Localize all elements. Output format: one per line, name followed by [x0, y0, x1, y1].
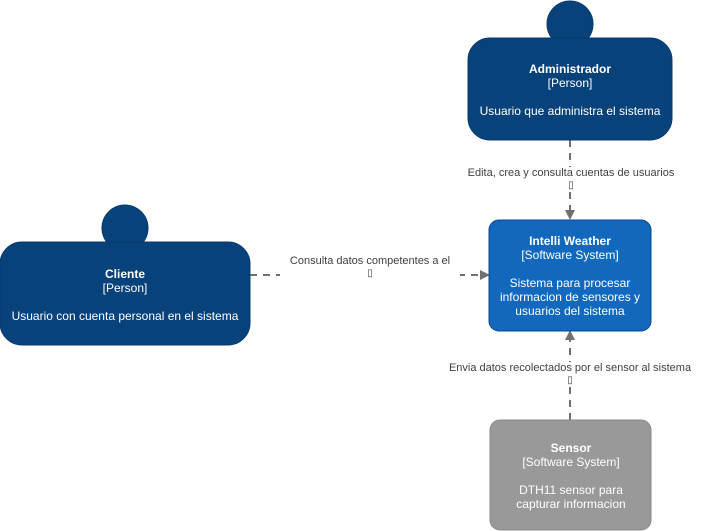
edge-label-text: Edita, crea y consulta cuentas de usuari… [467, 167, 675, 179]
person-body [467, 37, 673, 141]
system-intelli-weather[interactable] [488, 219, 652, 332]
edge-glyph-icon: ▯ [567, 375, 573, 386]
person-cliente[interactable] [0, 204, 251, 346]
edge-label-cliente: Consulta datos competentes a el ▯ [280, 255, 460, 279]
edge-glyph-icon: ▯ [568, 180, 574, 191]
edge-label-text: Consulta datos competentes a el [289, 255, 451, 267]
edge-label-admin: Edita, crea y consulta cuentas de usuari… [455, 167, 687, 191]
person-body [0, 241, 251, 346]
system-sensor[interactable] [489, 419, 652, 531]
edge-label-sensor: Envia datos recolectados por el sensor a… [436, 362, 701, 386]
edge-glyph-icon: ▯ [367, 268, 373, 279]
person-administrador[interactable] [467, 0, 673, 141]
edge-label-text: Envia datos recolectados por el sensor a… [448, 362, 692, 374]
